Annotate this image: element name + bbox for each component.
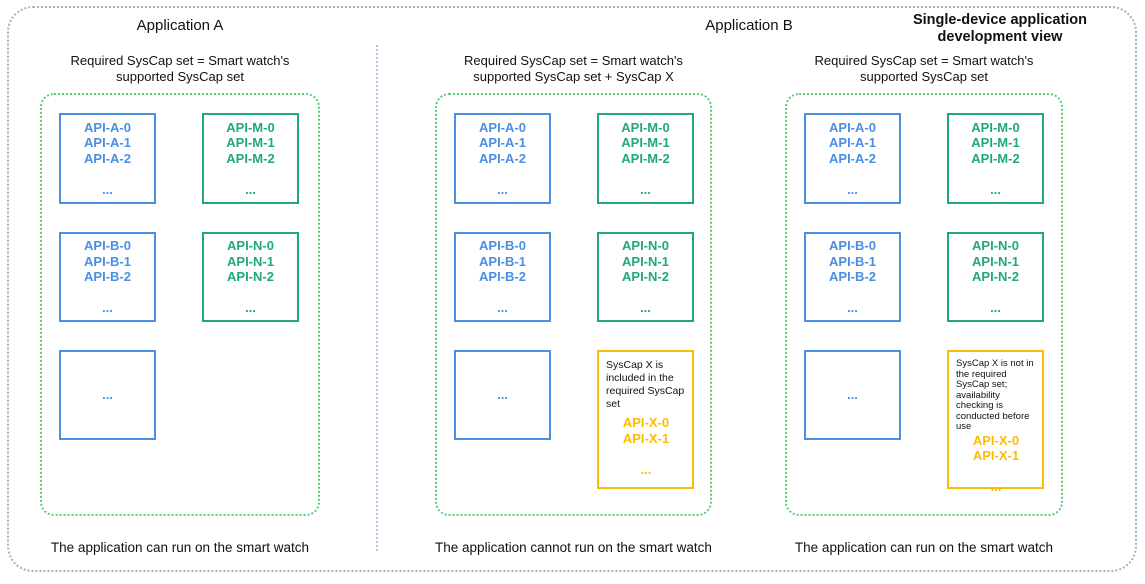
single-device-view-title: Single-device application development vi…: [912, 12, 1088, 45]
api-box-b: API-B-0 API-B-1 API-B-2 ...: [804, 232, 901, 322]
api-box-ellipsis: ...: [59, 350, 156, 440]
api-box-n: API-N-0 API-N-1 API-N-2 ...: [947, 232, 1044, 322]
api-box-n: API-N-0 API-N-1 API-N-2 ...: [597, 232, 694, 322]
syscap-x-box: SysCap X is not in the required SysCap s…: [947, 350, 1044, 494]
application-a-title: Application A: [136, 17, 224, 34]
api-box-b: API-B-0 API-B-1 API-B-2 ...: [454, 232, 551, 322]
column-view-caption: The application can run on the smart wat…: [794, 540, 1054, 555]
syscap-x-note: SysCap X is not in the required SysCap s…: [956, 358, 1034, 432]
api-box-x: API-X-0 API-X-1 ...: [972, 432, 1020, 495]
column-a-subtitle: Required SysCap set = Smart watch's supp…: [70, 53, 290, 84]
application-b-title: Application B: [705, 17, 793, 34]
column-b-caption: The application cannot run on the smart …: [435, 540, 712, 555]
api-box-n: API-N-0 API-N-1 API-N-2 ...: [202, 232, 299, 322]
api-box-m: API-M-0 API-M-1 API-M-2 ...: [597, 113, 694, 204]
syscap-x-box: SysCap X is included in the required Sys…: [597, 350, 694, 489]
api-box-a: API-A-0 API-A-1 API-A-2 ...: [59, 113, 156, 204]
diagram-outer-border: [7, 6, 1137, 572]
api-box-a: API-A-0 API-A-1 API-A-2 ...: [454, 113, 551, 204]
api-box-ellipsis: ...: [454, 350, 551, 440]
api-box-ellipsis: ...: [804, 350, 901, 440]
syscap-container-view: API-A-0 API-A-1 API-A-2 ... API-M-0 API-…: [785, 93, 1063, 516]
api-box-b: API-B-0 API-B-1 API-B-2 ...: [59, 232, 156, 322]
syscap-container-b: API-A-0 API-A-1 API-A-2 ... API-M-0 API-…: [435, 93, 712, 516]
application-divider-line: [376, 45, 378, 551]
column-b-subtitle: Required SysCap set = Smart watch's supp…: [464, 53, 683, 84]
api-box-m: API-M-0 API-M-1 API-M-2 ...: [947, 113, 1044, 204]
api-box-x: API-X-0 API-X-1 ...: [622, 415, 670, 477]
column-a-caption: The application can run on the smart wat…: [50, 540, 310, 555]
api-box-m: API-M-0 API-M-1 API-M-2 ...: [202, 113, 299, 204]
column-view-subtitle: Required SysCap set = Smart watch's supp…: [814, 53, 1034, 84]
api-box-a: API-A-0 API-A-1 API-A-2 ...: [804, 113, 901, 204]
syscap-x-note: SysCap X is included in the required Sys…: [606, 359, 685, 410]
syscap-container-a: API-A-0 API-A-1 API-A-2 ... API-M-0 API-…: [40, 93, 320, 516]
